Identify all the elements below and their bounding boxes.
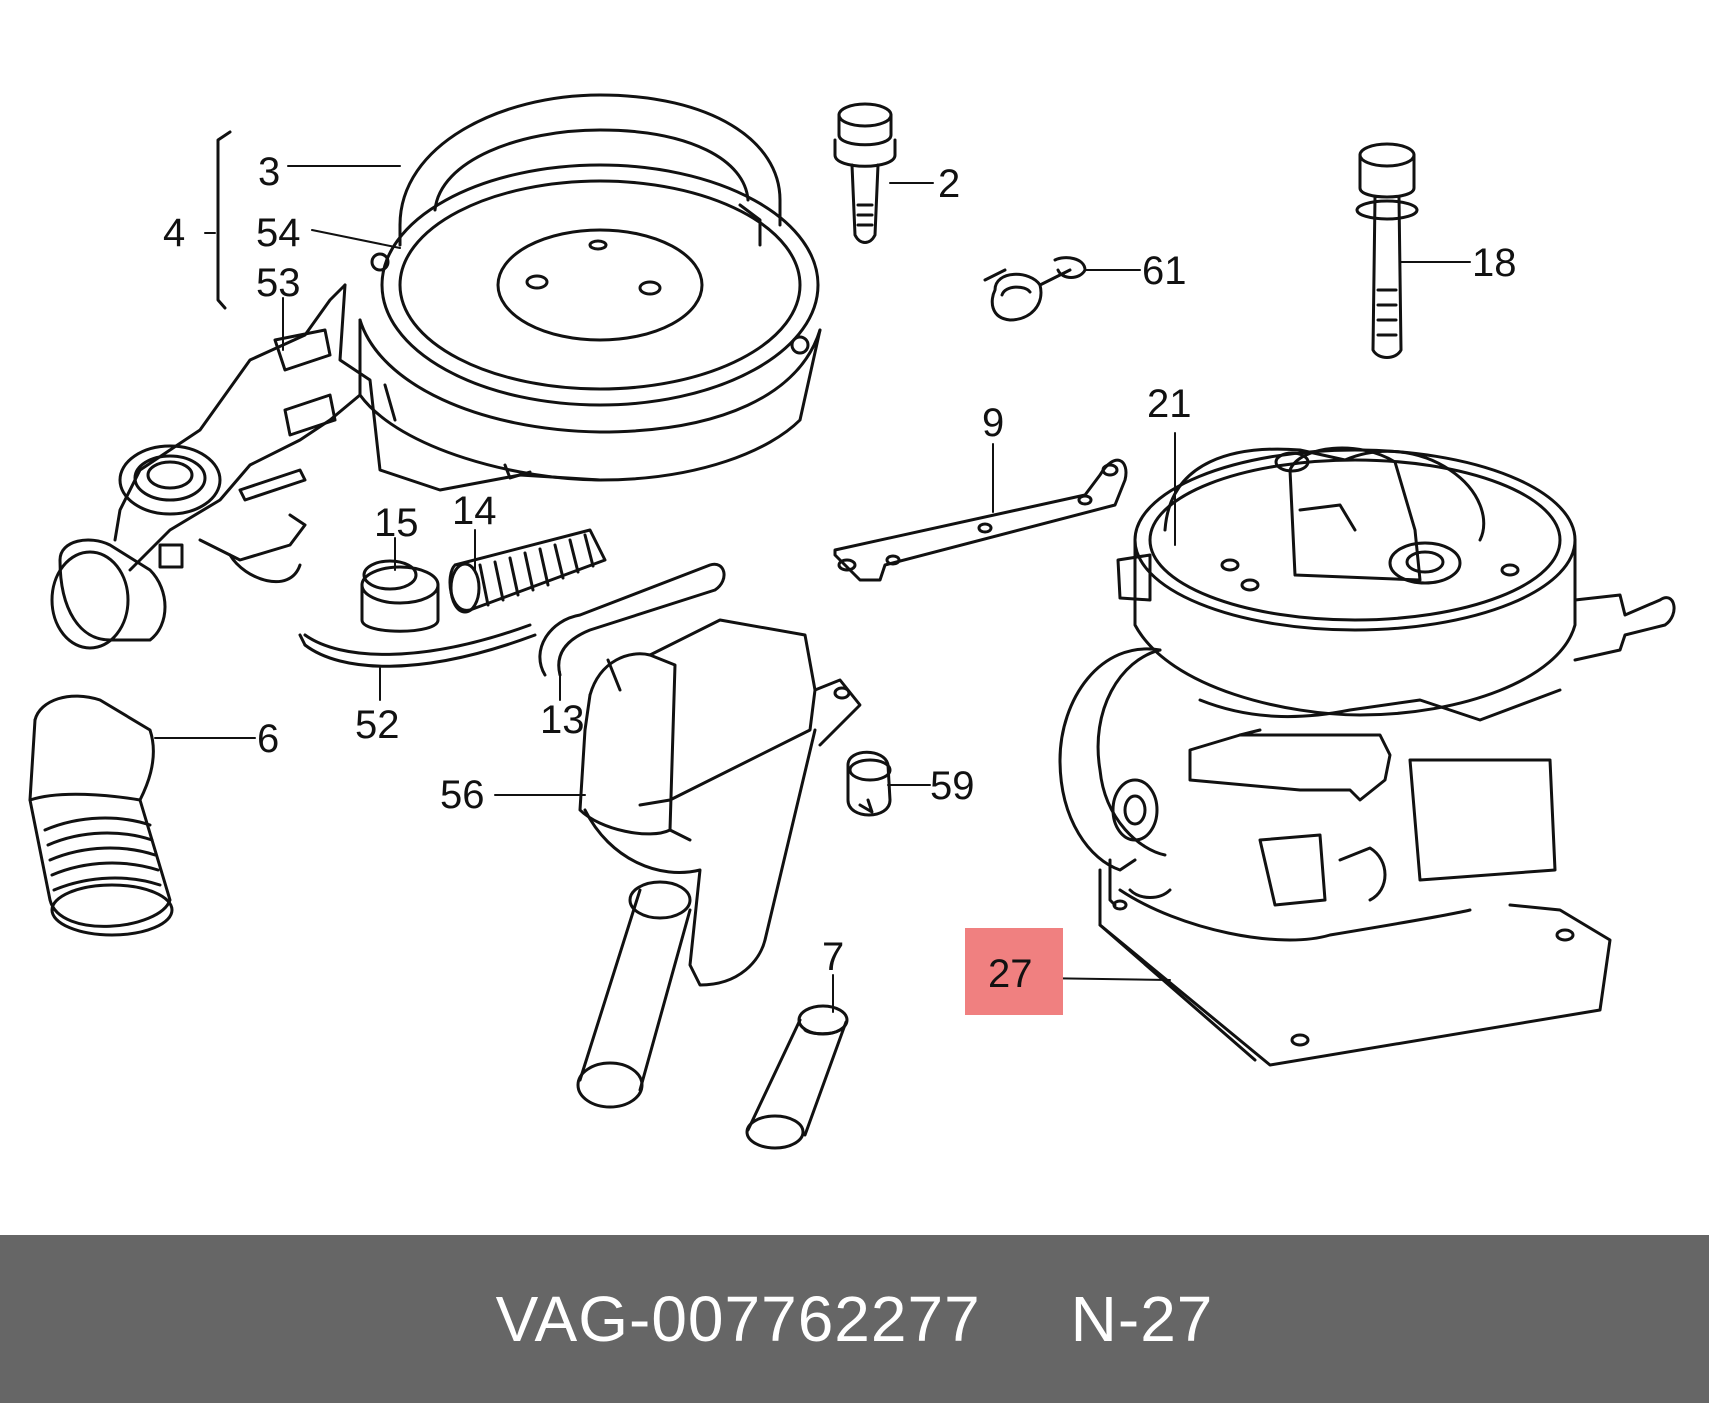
- part-7-sleeve: [745, 1004, 849, 1150]
- callout-61: 61: [1142, 249, 1187, 293]
- footer-separator: -: [629, 1283, 652, 1355]
- footer-part-number: 007762277: [651, 1283, 981, 1355]
- footer-position-separator: -: [1117, 1283, 1141, 1355]
- part-2-bolt: [833, 102, 897, 244]
- callout-53: 53: [256, 261, 301, 305]
- part-27-highlight: [965, 928, 1063, 1015]
- part-53-intake-snout: [50, 283, 362, 650]
- part-59-grommet: [846, 750, 892, 817]
- callout-54: 54: [256, 211, 301, 255]
- callout-13: 13: [540, 698, 585, 742]
- part-54-filter-housing: [338, 163, 822, 492]
- footer-bar: VAG - 007762277 N - 27: [0, 1235, 1709, 1403]
- callout-4: 4: [163, 211, 185, 255]
- callout-27: 27: [988, 952, 1033, 996]
- leader-lines: [154, 130, 1471, 1013]
- footer-position-label: N: [1070, 1283, 1118, 1355]
- callout-6: 6: [257, 717, 279, 761]
- footer-part-info: VAG - 007762277 N - 27: [0, 1235, 1709, 1403]
- part-52-hose-line: [298, 623, 537, 668]
- part-3-filter-ring: [398, 93, 782, 247]
- exploded-parts-diagram: 3 4 54 53 2 61 18 9 21 15 14 52 13 6 56 …: [28, 93, 1676, 1150]
- callout-labels: 3 4 54 53 2 61 18 9 21 15 14 52 13 6 56 …: [163, 150, 1517, 996]
- callout-3: 3: [258, 150, 280, 194]
- part-13-bent-hose: [538, 562, 726, 677]
- callout-21: 21: [1147, 382, 1192, 426]
- part-6-corrugated-elbow: [28, 694, 174, 937]
- callout-59: 59: [930, 764, 975, 808]
- footer-brand: VAG: [495, 1283, 630, 1355]
- callout-18: 18: [1472, 241, 1517, 285]
- part-61-clip: [983, 256, 1087, 322]
- callout-7: 7: [822, 935, 844, 979]
- part-9-bracket: [833, 458, 1128, 582]
- callout-9: 9: [982, 401, 1004, 445]
- callout-2: 2: [938, 162, 960, 206]
- callout-14: 14: [452, 489, 497, 533]
- part-18-long-bolt: [1355, 142, 1419, 359]
- callout-56: 56: [440, 773, 485, 817]
- callout-52: 52: [355, 703, 400, 747]
- part-14-corrugated-hose: [448, 528, 607, 614]
- part-15-plug: [360, 559, 440, 633]
- part-27-throttle-body: [1058, 446, 1676, 1067]
- footer-position-number: 27: [1140, 1283, 1214, 1355]
- callout-15: 15: [374, 501, 419, 545]
- part-56-resonator: [576, 618, 862, 1109]
